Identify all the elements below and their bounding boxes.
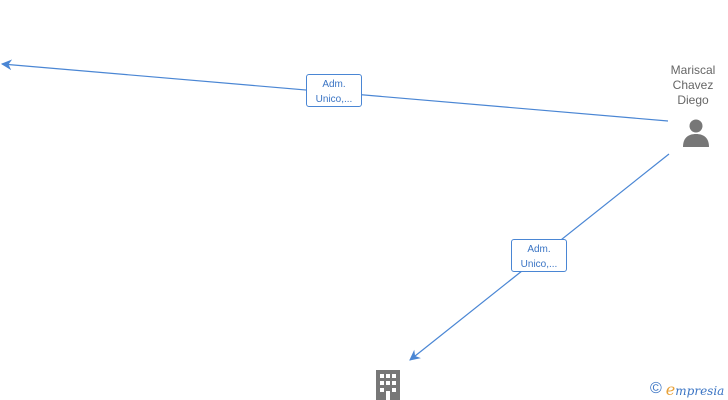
brand-name: mpresia bbox=[675, 383, 725, 398]
edge-label-adm-unico-2[interactable]: Adm. Unico,... bbox=[511, 239, 567, 272]
brand-wordmark: e mpresia bbox=[666, 380, 725, 399]
person-icon[interactable] bbox=[681, 118, 711, 148]
copyright-icon: © bbox=[650, 380, 662, 397]
empresia-logo: © e mpresia bbox=[650, 379, 724, 399]
edge-label-line-2: Unico,... bbox=[520, 259, 558, 270]
building-icon[interactable] bbox=[376, 370, 400, 400]
person-name-line-1: Mariscal bbox=[670, 63, 716, 77]
brand-initial: e bbox=[665, 379, 676, 399]
edge-label-line-1: Adm. bbox=[527, 244, 551, 255]
edge-label-line-1: Adm. bbox=[322, 79, 346, 90]
person-node-label[interactable]: Mariscal Chavez Diego bbox=[653, 63, 728, 108]
edge-label-line-2: Unico,... bbox=[315, 94, 353, 105]
person-name-line-3: Diego bbox=[677, 93, 709, 107]
edge-label-adm-unico-1[interactable]: Adm. Unico,... bbox=[306, 74, 362, 107]
person-name-line-2: Chavez bbox=[672, 78, 714, 92]
